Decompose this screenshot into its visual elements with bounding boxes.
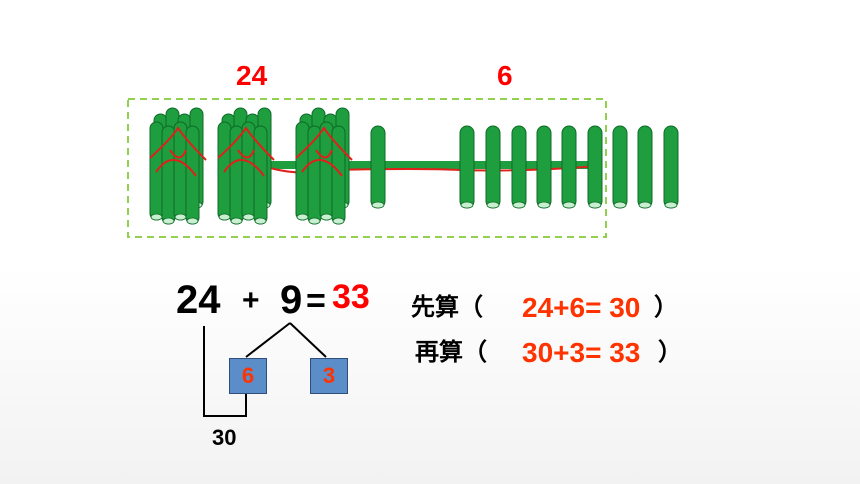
loose-stick [561, 125, 577, 209]
split-box-three-value: 3 [322, 363, 336, 388]
equation-result: 33 [332, 278, 370, 316]
loose-stick [370, 125, 386, 209]
bundle-stick [229, 125, 244, 225]
loose-stick [587, 125, 603, 209]
loose-stick [663, 125, 679, 209]
loose-stick [637, 125, 653, 209]
step2-label: 再算（ [415, 338, 487, 366]
bundle-stick [161, 125, 176, 225]
split-box-six: 6 [229, 358, 267, 394]
loose-stick [459, 125, 475, 209]
plus-sign: + [242, 284, 260, 317]
bundle-tie [295, 126, 353, 177]
addend-a: 24 [176, 278, 221, 322]
step1-close: ） [654, 293, 678, 321]
addend-b: 9 [280, 278, 303, 322]
split-box-six-value: 6 [241, 363, 255, 388]
loose-stick [485, 125, 501, 209]
bundle-tie [217, 126, 275, 177]
split-box-three: 3 [310, 358, 348, 394]
bundle-stick [241, 121, 256, 221]
step2-close: ） [658, 338, 682, 366]
partial-sum: 30 [212, 425, 237, 450]
bundle-tie [149, 126, 207, 177]
connector-band [270, 161, 600, 169]
loose-stick [511, 125, 527, 209]
step1-label: 先算（ [411, 293, 483, 321]
step2-expression: 30+3= 33 [522, 337, 641, 368]
dashed-grouping-frame [127, 98, 607, 238]
loose-stick [612, 125, 628, 209]
loose-count-label: 6 [497, 60, 513, 91]
equals-sign: = [306, 282, 326, 320]
bundle-stick [307, 125, 322, 225]
stick-bundle [149, 107, 207, 225]
loose-stick [536, 125, 552, 209]
step1-expression: 24+6= 30 [522, 292, 641, 323]
stick-bundle [217, 107, 275, 225]
stick-bundle [295, 107, 353, 225]
bundled-count-label: 24 [236, 60, 268, 91]
